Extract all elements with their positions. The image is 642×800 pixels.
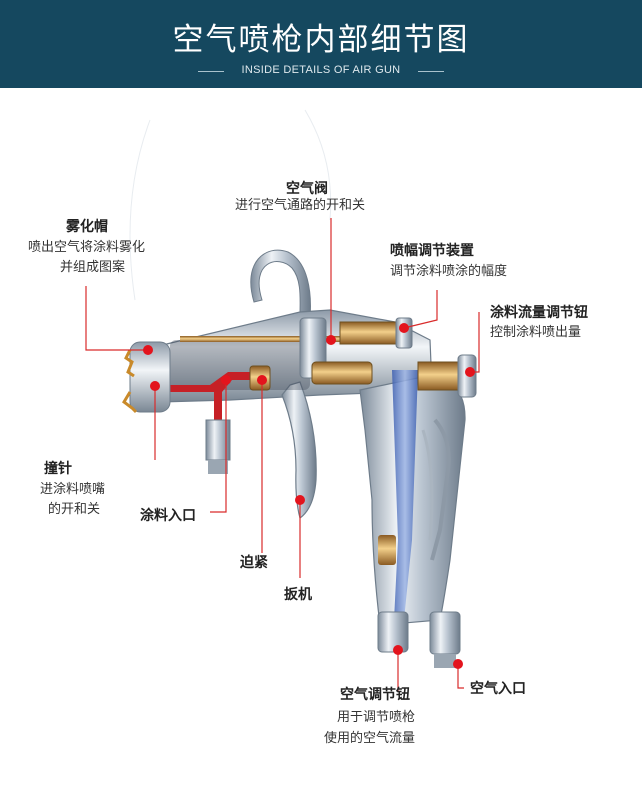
- subtitle-rule-left: [198, 71, 224, 72]
- label-air-adjust: 空气调节钮: [340, 687, 410, 703]
- grip-ridge: [421, 429, 434, 541]
- desc-air-valve: 进行空气通路的开和关: [235, 198, 366, 213]
- label-paint-inlet: 涂料入口: [140, 508, 196, 524]
- air-channel: [392, 370, 418, 620]
- marker-trigger: [295, 495, 305, 505]
- spray-width-stem: [339, 321, 401, 345]
- needle-rod: [180, 336, 390, 342]
- desc-paint-flow: 控制涂料喷出量: [490, 325, 582, 340]
- grip-ridge: [430, 418, 451, 561]
- leader-air-inlet: [457, 664, 464, 689]
- label-spray-width: 喷幅调节装置: [390, 243, 474, 259]
- label-air-inlet: 空气入口: [470, 681, 526, 697]
- marker-spray-width: [399, 323, 409, 333]
- leader-spray-width: [403, 290, 438, 329]
- paint-flow-stem: [417, 361, 461, 391]
- cutaway-window: [170, 340, 310, 390]
- label-needle: 撞针: [44, 461, 72, 477]
- desc-needle-2: 的开和关: [48, 502, 101, 517]
- air-inlet-thread: [434, 654, 456, 668]
- marker-air-valve: [326, 335, 336, 345]
- page-subtitle: INSIDE DETAILS OF AIR GUN: [241, 64, 401, 76]
- marker-tighten: [257, 375, 267, 385]
- desc-spray-width: 调节涂料喷涂的幅度: [390, 264, 508, 279]
- air-inlet-fitting: [429, 611, 461, 655]
- desc-atomizer-cap-2: 并组成图案: [60, 260, 126, 275]
- header-banner: 空气喷枪内部细节图 INSIDE DETAILS OF AIR GUN: [0, 0, 642, 88]
- air-adjust-knob: [377, 611, 409, 653]
- label-trigger: 扳机: [284, 587, 312, 603]
- air-cap-horn: [122, 391, 138, 414]
- marker-paint-flow: [465, 367, 475, 377]
- desc-atomizer-cap-1: 喷出空气将涂料雾化: [28, 240, 146, 255]
- desc-air-adjust-1: 用于调节喷枪: [337, 710, 416, 725]
- leader-paint-inlet: [210, 380, 227, 513]
- hanger-hook: [250, 249, 311, 319]
- marker-atomizer-cap: [143, 345, 153, 355]
- paint-passage: [150, 372, 258, 420]
- paint-inlet-thread: [208, 460, 228, 474]
- marker-needle: [150, 381, 160, 391]
- leader-atomizer-cap: [85, 286, 148, 351]
- marker-air-adjust: [393, 645, 403, 655]
- air-valve-spool: [311, 361, 373, 385]
- marker-paint-inlet: [221, 375, 231, 385]
- marker-air-inlet: [453, 659, 463, 669]
- leader-lines: [85, 218, 480, 692]
- air-cap: [129, 341, 171, 413]
- label-air-valve: 空气阀: [286, 181, 328, 197]
- background-arc: [129, 119, 151, 301]
- desc-air-adjust-2: 使用的空气流量: [324, 731, 416, 746]
- subtitle-rule-right: [418, 71, 444, 72]
- background-arc: [304, 109, 332, 221]
- page-title: 空气喷枪内部细节图: [172, 22, 470, 58]
- marker-dots: [143, 323, 475, 669]
- valve-spring: [378, 535, 396, 565]
- desc-needle-1: 进涂料喷嘴: [40, 482, 106, 497]
- label-paint-flow: 涂料流量调节钮: [490, 305, 588, 321]
- label-atomizer-cap: 雾化帽: [66, 219, 108, 235]
- air-cap-horn: [124, 349, 135, 378]
- label-tighten: 迫紧: [240, 555, 268, 571]
